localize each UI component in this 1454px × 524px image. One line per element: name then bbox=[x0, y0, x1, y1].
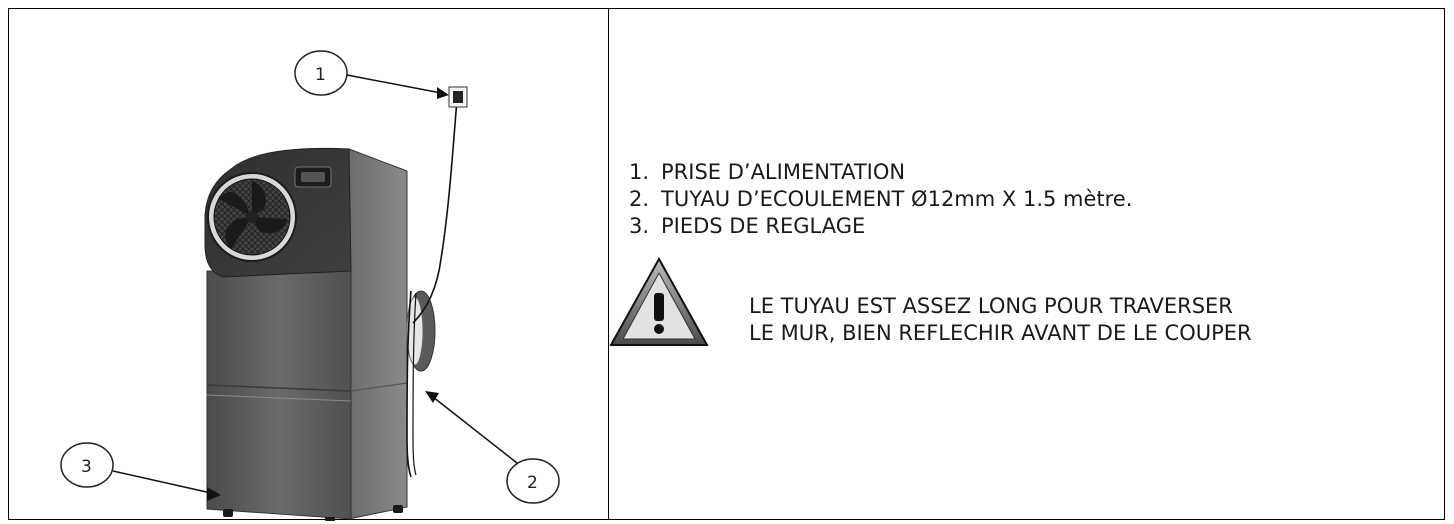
appliance-illustration: 1 2 3 bbox=[60, 50, 560, 521]
document-table: 1 2 3 1. PRISE D’ALIM bbox=[8, 8, 1445, 521]
legend-item-number: 3. bbox=[628, 214, 649, 238]
illustration-cell: 1 2 3 bbox=[9, 9, 609, 521]
drain-hose bbox=[406, 290, 412, 478]
warning-text: LE TUYAU EST ASSEZ LONG POUR TRAVERSER L… bbox=[749, 293, 1252, 347]
unit-side-panel bbox=[348, 148, 408, 520]
callout-3-number: 3 bbox=[81, 457, 92, 477]
warning-triangle-icon bbox=[609, 257, 709, 346]
unit-lower-body bbox=[206, 270, 408, 520]
power-cord bbox=[412, 98, 458, 324]
legend-item-label: TUYAU D’ECOULEMENT Ø12mm X 1.5 mètre. bbox=[661, 187, 1133, 211]
description-cell: 1. PRISE D’ALIMENTATION 2. TUYAU D’ECOUL… bbox=[609, 9, 1444, 519]
callout-2-number: 2 bbox=[527, 473, 538, 493]
warning-line-1: LE TUYAU EST ASSEZ LONG POUR TRAVERSER bbox=[749, 294, 1233, 318]
adjustable-feet bbox=[223, 505, 403, 521]
callout-2: 2 bbox=[425, 391, 560, 504]
warning-line-2: LE MUR, BIEN REFLECHIR AVANT DE LE COUPE… bbox=[749, 321, 1252, 345]
legend-item: 1. PRISE D’ALIMENTATION bbox=[609, 159, 1132, 186]
power-socket bbox=[448, 86, 468, 108]
legend-item-label: PRISE D’ALIMENTATION bbox=[661, 160, 906, 184]
warning-block: LE TUYAU EST ASSEZ LONG POUR TRAVERSER L… bbox=[609, 257, 1429, 377]
legend-item-label: PIEDS DE REGLAGE bbox=[661, 214, 866, 238]
legend-item-number: 1. bbox=[628, 160, 649, 184]
legend-item: 2. TUYAU D’ECOULEMENT Ø12mm X 1.5 mètre. bbox=[609, 186, 1132, 213]
legend-item-number: 2. bbox=[628, 187, 649, 211]
legend-item: 3. PIEDS DE REGLAGE bbox=[609, 213, 1132, 240]
exhaust-outlet bbox=[406, 290, 436, 372]
callout-1-number: 1 bbox=[315, 65, 326, 85]
callout-3: 3 bbox=[60, 442, 221, 501]
legend-list: 1. PRISE D’ALIMENTATION 2. TUYAU D’ECOUL… bbox=[609, 159, 1132, 240]
fan-icon bbox=[207, 172, 297, 262]
callout-1: 1 bbox=[294, 50, 449, 99]
